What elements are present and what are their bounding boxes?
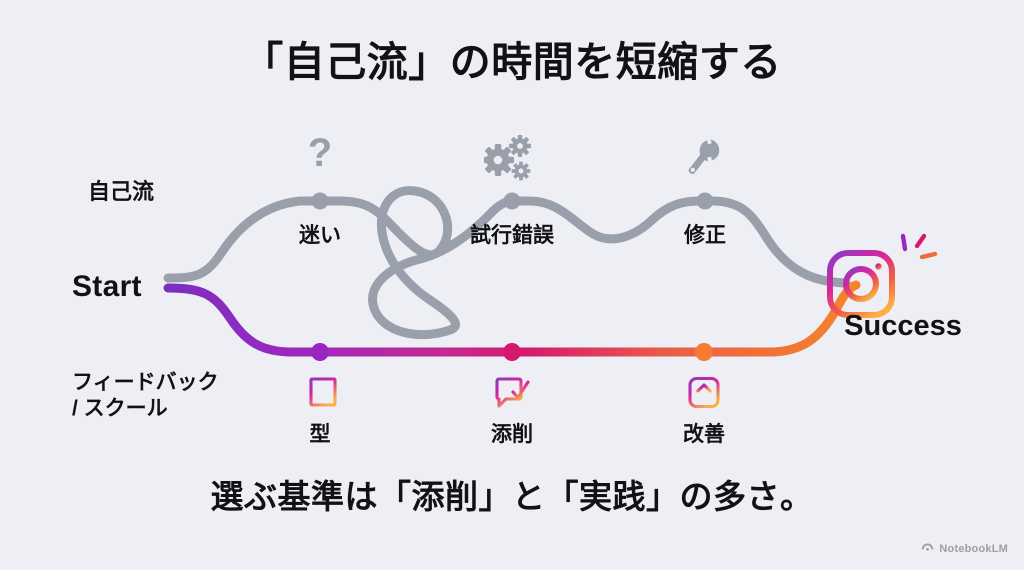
sparkle-rays-icon [897, 232, 947, 278]
review-bubble-icon [490, 372, 534, 414]
guided-path-group [163, 280, 861, 361]
arrow-up-box-icon [683, 372, 725, 414]
messy-node-dot [503, 192, 521, 210]
notebooklm-watermark-text: NotebookLM [939, 543, 1008, 555]
start-label: Start [72, 270, 142, 303]
guided-node-dot [311, 343, 329, 361]
gears-icon [482, 134, 540, 182]
track-label-self-taught: 自己流 [88, 179, 155, 204]
blueprint-icon [299, 372, 341, 414]
svg-text:?: ? [308, 132, 332, 175]
node-label-shikousakugo: 試行錯誤 [470, 224, 554, 247]
messy-node-dot [311, 192, 329, 210]
node-label-kata: 型 [309, 423, 331, 446]
messy-path [163, 186, 851, 340]
track-label-feedback: フィードバック / スクール [72, 370, 219, 423]
track-label-feedback-line1: フィードバック [72, 371, 219, 394]
messy-path-group [163, 186, 851, 340]
node-label-shusei: 修正 [684, 224, 726, 247]
guided-node-dot [695, 343, 713, 361]
guided-path [163, 280, 861, 357]
notebooklm-icon [921, 540, 934, 558]
node-label-mayoi: 迷い [299, 224, 341, 247]
question-mark-icon: ? [303, 131, 337, 180]
track-label-feedback-line2: / スクール [72, 397, 168, 421]
page-caption: 選ぶ基準は「添削」と「実践」の多さ。 [210, 478, 814, 515]
node-label-kaizen: 改善 [683, 423, 725, 446]
guided-node-dot [503, 343, 521, 361]
success-label: Success [844, 310, 962, 342]
page-title: 「自己流」の時間を短縮する [242, 39, 782, 85]
instagram-camera-icon [825, 248, 897, 320]
messy-node-dot [696, 192, 714, 210]
notebooklm-watermark: NotebookLM [921, 540, 1008, 558]
wrench-icon [679, 134, 725, 182]
node-label-tensaku: 添削 [491, 423, 533, 446]
